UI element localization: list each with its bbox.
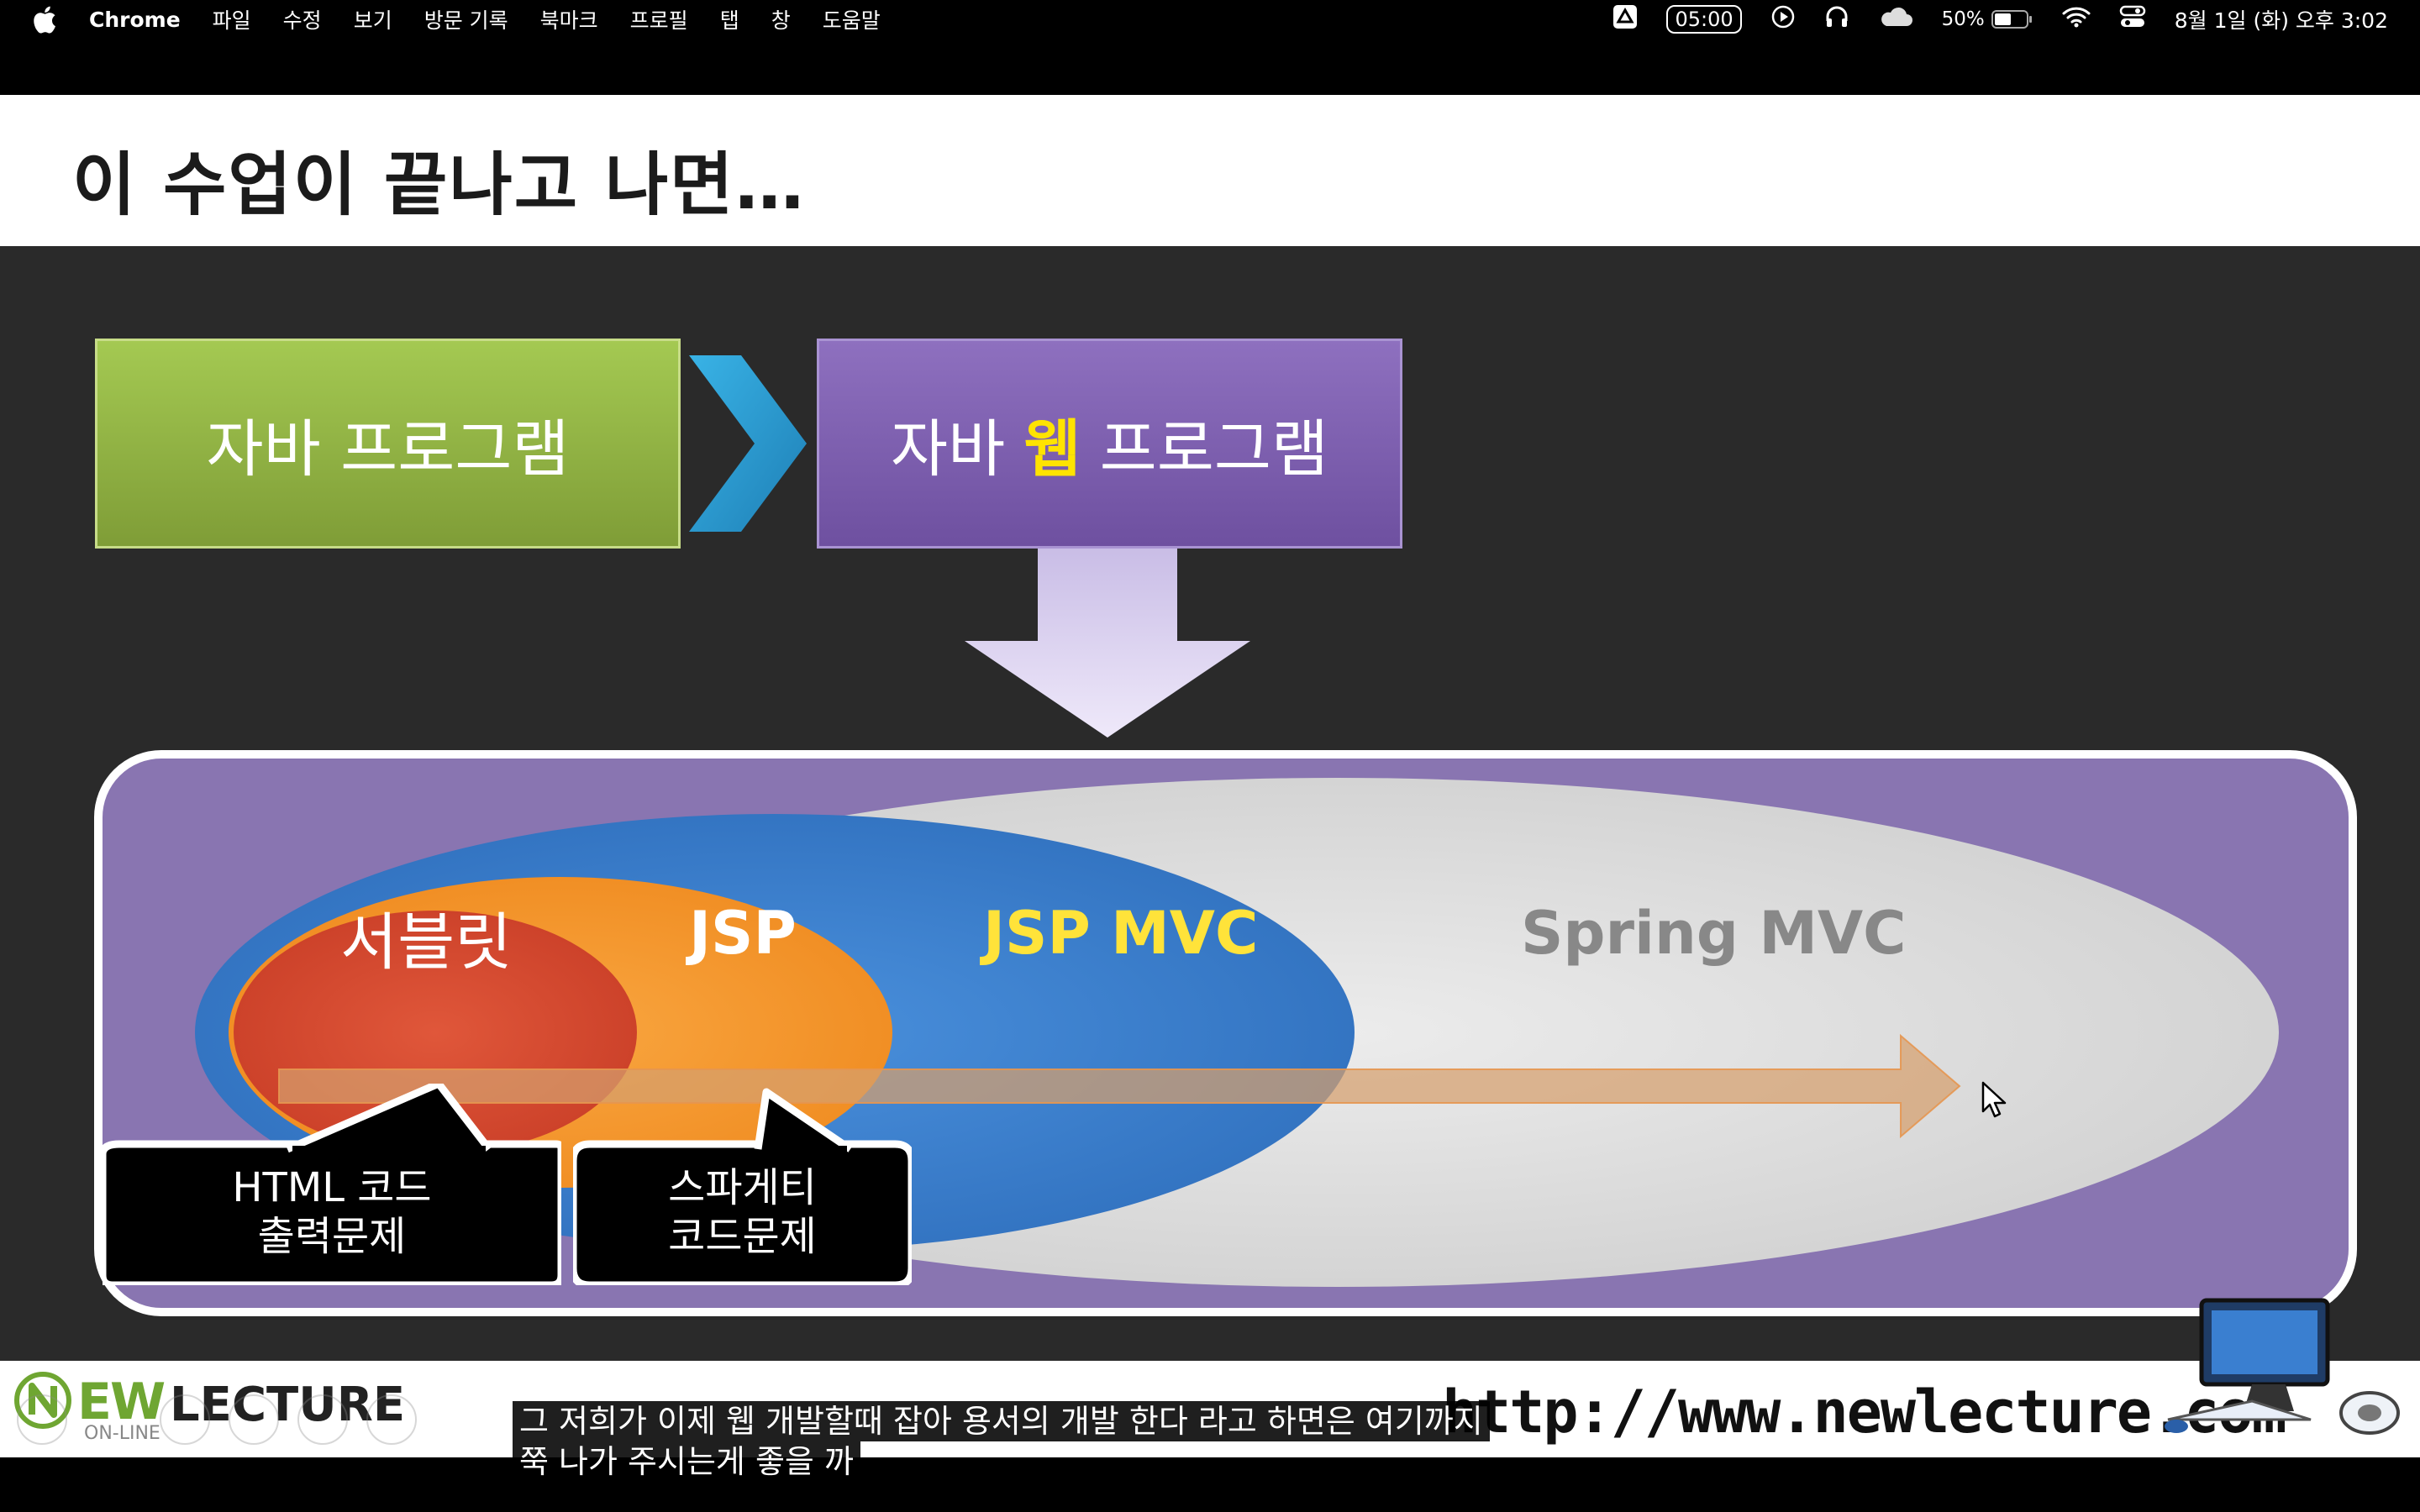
progress-arrow — [278, 1033, 1961, 1139]
html-output-callout-line2: 출력문제 — [257, 1213, 407, 1260]
subtitle-line-2: 쭉 나가 주시는게 좋을 까 — [513, 1441, 860, 1482]
headphones-icon[interactable] — [1824, 4, 1849, 34]
player-prev-button[interactable] — [17, 1394, 67, 1445]
menu-profile[interactable]: 프로필 — [629, 8, 688, 33]
java-program-box: 자바 프로그램 — [95, 339, 681, 549]
menu-help[interactable]: 도움말 — [822, 8, 881, 33]
menu-bookmarks[interactable]: 북마크 — [539, 8, 598, 33]
web-highlight-label: 웹 — [1023, 412, 1081, 486]
jsp-label: JSP — [689, 899, 797, 968]
mouse-cursor-icon — [1981, 1081, 2007, 1118]
player-zoom-button[interactable] — [297, 1394, 348, 1445]
java-web-program-box: 자바 웹 프로그램 — [817, 339, 1402, 549]
menu-file[interactable]: 파일 — [212, 8, 251, 33]
servlet-label: 서블릿 — [340, 906, 513, 979]
menu-view[interactable]: 보기 — [353, 8, 392, 33]
player-more-button[interactable] — [366, 1394, 417, 1445]
spaghetti-code-callout: 스파게티 코드문제 — [569, 1084, 916, 1289]
logo-online-text: ON-LINE — [84, 1423, 160, 1444]
player-menu-button[interactable] — [229, 1394, 279, 1445]
jsp-mvc-label: JSP MVC — [983, 899, 1259, 968]
battery-indicator[interactable]: 50% — [1942, 8, 2033, 30]
web-box-label-pre: 자바 — [891, 412, 1006, 486]
menubar-clock[interactable]: 8월 1일 (화) 오후 3:02 — [2174, 8, 2388, 33]
html-output-callout-line1: HTML 코드 — [232, 1164, 432, 1211]
drive-icon[interactable] — [1612, 4, 1638, 34]
down-arrow-icon — [965, 549, 1250, 738]
app-menu-chrome[interactable]: Chrome — [89, 7, 181, 32]
slide-title: 이 수업이 끝나고 나면… — [72, 145, 806, 225]
spaghetti-callout-line2: 코드문제 — [668, 1213, 817, 1260]
spring-mvc-label: Spring MVC — [1521, 899, 1907, 968]
battery-icon — [1991, 10, 2032, 29]
spaghetti-code-callout-text: 스파게티 코드문제 — [573, 1163, 912, 1261]
spaghetti-callout-line1: 스파게티 — [668, 1164, 817, 1211]
logo-ew-text: EW — [77, 1373, 166, 1431]
wifi-icon[interactable] — [2062, 5, 2091, 34]
control-center-icon[interactable] — [2119, 4, 2146, 34]
computer-illustration-icon — [2165, 1298, 2400, 1435]
html-output-callout: HTML 코드 출력문제 — [98, 1079, 566, 1289]
player-back-button[interactable] — [160, 1394, 210, 1445]
timer-display[interactable]: 05:00 — [1666, 5, 1742, 34]
menu-history[interactable]: 방문 기록 — [424, 8, 508, 33]
status-area: 05:00 50% 8월 1일 (화) 오후 3:02 — [1612, 0, 2388, 39]
title-band: 이 수업이 끝나고 나면… — [0, 95, 2420, 246]
battery-percent: 50% — [1941, 8, 1985, 30]
menu-edit[interactable]: 수정 — [282, 8, 322, 33]
chevron-right-icon — [689, 355, 807, 532]
menu-window[interactable]: 창 — [771, 8, 791, 33]
subtitle-line-1: 그 저희가 이제 웹 개발할때 잡아 용서의 개발 한다 라고 하면은 여기까지 — [513, 1401, 1490, 1441]
web-box-label-post: 프로그램 — [1099, 412, 1328, 486]
menu-tab[interactable]: 탭 — [719, 8, 739, 33]
menu-bar: Chrome 파일 수정 보기 방문 기록 북마크 프로필 탭 창 도움말 05… — [0, 0, 2420, 39]
play-icon[interactable] — [1770, 4, 1796, 34]
java-program-label: 자바 프로그램 — [206, 412, 570, 486]
site-url: http://www.newlecture.com — [1442, 1378, 2287, 1446]
apple-menu-icon[interactable] — [32, 4, 57, 34]
cloud-icon[interactable] — [1878, 4, 1913, 34]
html-output-callout-text: HTML 코드 출력문제 — [103, 1163, 561, 1261]
